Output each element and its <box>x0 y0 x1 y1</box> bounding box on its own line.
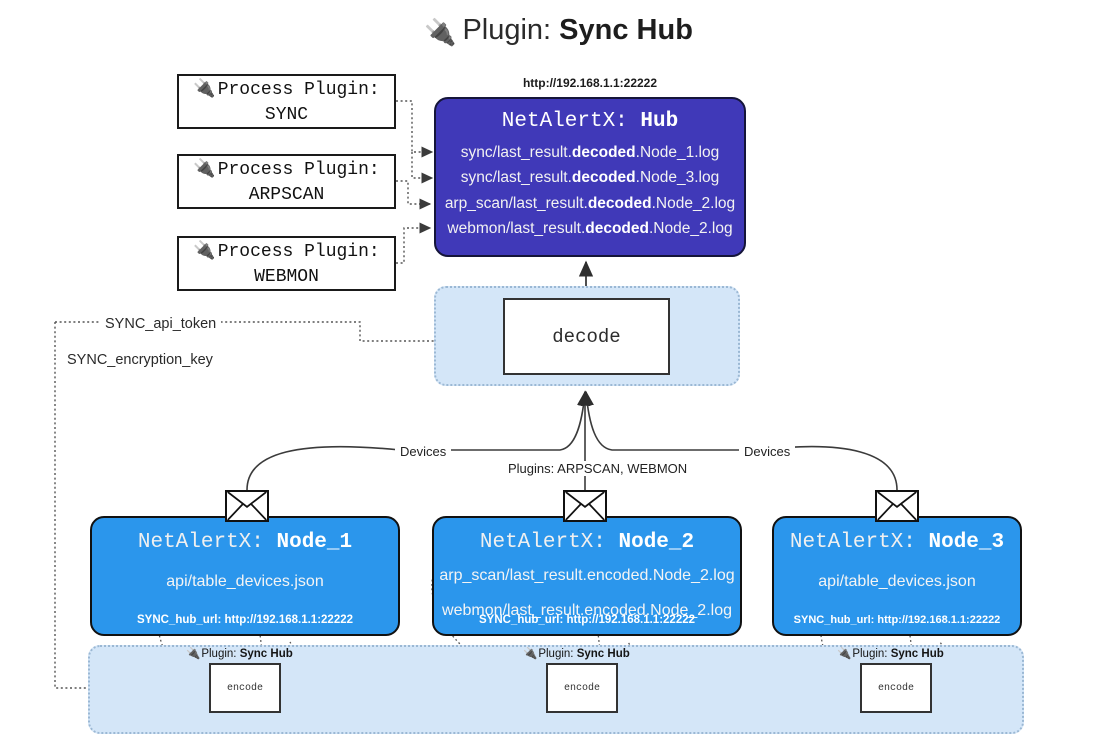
edge-label-devices-right: Devices <box>739 444 796 459</box>
hub-log-line: webmon/last_result.decoded.Node_2.log <box>447 219 733 237</box>
plug-icon: 🔌 <box>186 648 201 660</box>
edge-label-plugins: Plugins: ARPSCAN, WEBMON <box>503 461 693 476</box>
hub-log-line: sync/last_result.decoded.Node_1.log <box>460 144 720 161</box>
envelope-icon-node-1 <box>225 490 269 522</box>
encode-box-1[interactable]: encode <box>209 663 281 713</box>
hub-log-line: sync/last_result.decoded.Node_3.log <box>460 169 720 187</box>
node-hub-url-label: SYNC_hub_url: http://192.168.1.1:22222 <box>478 614 696 626</box>
node-resource-line: api/table_devices.json <box>818 573 976 590</box>
hub-node[interactable]: NetAlertX: Hub sync/last_result.decoded.… <box>434 97 746 257</box>
node-resource-line: arp_scan/last_result.encoded.Node_2.log <box>439 567 735 584</box>
hub-log-line: arp_scan/last_result.decoded.Node_2.log <box>444 194 736 212</box>
edge-label-devices-left: Devices <box>395 444 452 459</box>
sync-encryption-key-label: SYNC_encryption_key <box>62 352 218 368</box>
process-plugin-name: WEBMON <box>254 266 319 287</box>
envelope-icon-node-2 <box>563 490 607 522</box>
process-plugin-label: Process Plugin: <box>217 242 380 263</box>
node-2[interactable]: NetAlertX: Node_2 arp_scan/last_result.e… <box>432 516 742 636</box>
node-resource-line: api/table_devices.json <box>166 573 324 590</box>
process-plugin-name: ARPSCAN <box>248 184 325 205</box>
plug-icon: 🔌 <box>424 17 457 47</box>
hub-title-prefix: NetAlertX: <box>501 110 628 133</box>
node-title: NetAlertX: Node_3 <box>789 531 1005 554</box>
plug-icon: 🔌 <box>523 648 538 660</box>
encoder-caption-2: 🔌Plugin: Sync Hub <box>523 648 630 660</box>
plug-icon: 🔌 <box>193 158 216 179</box>
node-3[interactable]: NetAlertX: Node_3 api/table_devices.json… <box>772 516 1022 636</box>
node-title: NetAlertX: Node_2 <box>479 531 695 554</box>
node-hub-url-label: SYNC_hub_url: http://192.168.1.1:22222 <box>793 614 1001 626</box>
process-plugin-webmon[interactable]: 🔌Process Plugin: WEBMON <box>177 236 396 291</box>
node-1[interactable]: NetAlertX: Node_1 api/table_devices.json… <box>90 516 400 636</box>
encode-box-3[interactable]: encode <box>860 663 932 713</box>
encoder-caption-1: 🔌Plugin: Sync Hub <box>186 648 293 660</box>
encode-box-2[interactable]: encode <box>546 663 618 713</box>
plug-icon: 🔌 <box>837 648 852 660</box>
process-plugin-arpscan[interactable]: 🔌Process Plugin: ARPSCAN <box>177 154 396 209</box>
hub-url-label: http://192.168.1.1:22222 <box>522 76 658 90</box>
process-plugin-label: Process Plugin: <box>217 160 380 181</box>
process-plugin-name: SYNC <box>264 104 309 125</box>
encoder-caption-3: 🔌Plugin: Sync Hub <box>837 648 944 660</box>
plug-icon: 🔌 <box>193 240 216 261</box>
page-title: 🔌Plugin: Sync Hub <box>0 14 1117 47</box>
plug-icon: 🔌 <box>193 78 216 99</box>
page-title-prefix: Plugin: <box>462 14 552 46</box>
process-plugin-label: Process Plugin: <box>217 80 380 101</box>
node-title: NetAlertX: Node_1 <box>137 531 353 554</box>
node-hub-url-label: SYNC_hub_url: http://192.168.1.1:22222 <box>136 614 354 626</box>
page-title-name: Sync Hub <box>559 14 693 46</box>
process-plugin-sync[interactable]: 🔌Process Plugin: SYNC <box>177 74 396 129</box>
envelope-icon-node-3 <box>875 490 919 522</box>
sync-api-token-label: SYNC_api_token <box>100 316 222 332</box>
decode-box[interactable]: decode <box>503 298 670 375</box>
hub-title: NetAlertX: Hub <box>502 110 678 133</box>
hub-title-name: Hub <box>640 110 679 133</box>
